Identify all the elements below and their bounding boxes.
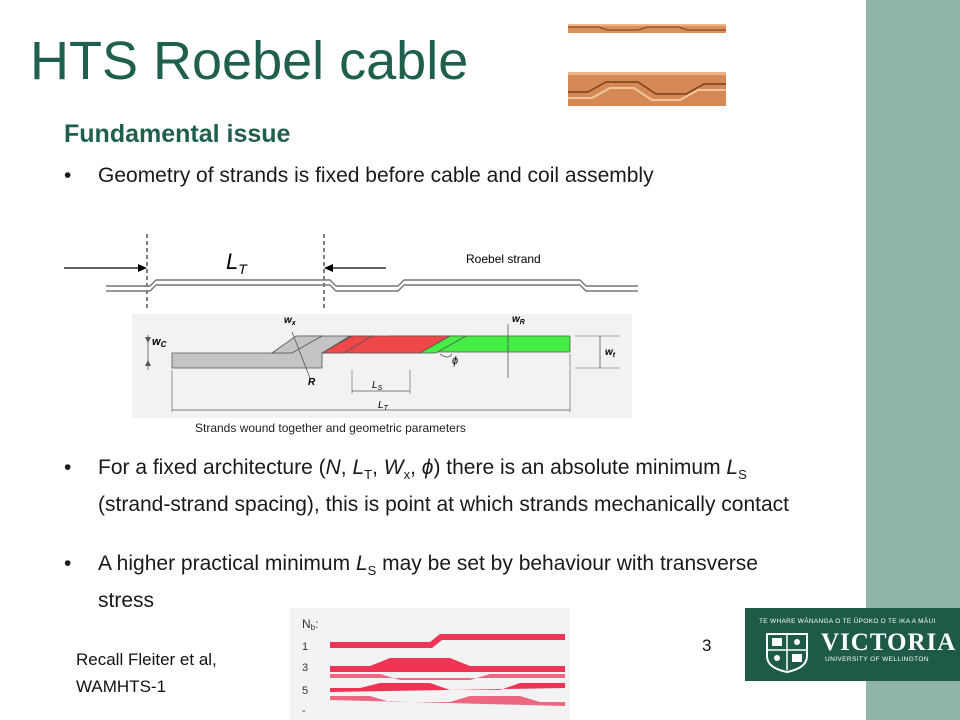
- university-logo: TE WHARE WĀNANGA O TE ŪPOKO O TE IKA A M…: [745, 608, 960, 681]
- row-label-1: 1: [302, 641, 308, 653]
- nb-label: Nb:: [302, 617, 318, 632]
- strand-side-view-top: [106, 279, 638, 287]
- bullet-marker: •: [64, 552, 72, 575]
- side-color-band: [866, 0, 960, 720]
- logo-university-line: UNIVERSITY OF WELLINGTON: [825, 656, 929, 663]
- lt-top-label: LT: [226, 249, 248, 277]
- bullet-text: Geometry of strands is fixed before cabl…: [98, 164, 654, 187]
- micro-strand-row3-a: [330, 658, 565, 672]
- bullet-marker: •: [64, 456, 72, 479]
- micro-strand-row5-a: [330, 683, 565, 692]
- micro-strand-row5-b: [330, 696, 565, 706]
- strand-stack-micrograph: Nb: 1 3 5 -: [290, 608, 570, 720]
- reference-note: Recall Fleiter et al, WAMHTS-1: [76, 650, 217, 696]
- phi-label: ϕ: [452, 355, 458, 367]
- slide-title: HTS Roebel cable: [30, 31, 469, 91]
- bullet-item: • For a fixed architecture (N, LT, Wx, ϕ…: [64, 453, 804, 520]
- logo-wordmark: VICTORIA: [821, 629, 957, 656]
- row-label-dash: -: [302, 705, 306, 717]
- roebel-strand-label: Roebel strand: [466, 252, 541, 266]
- crest-icon: [766, 633, 808, 674]
- row-label-5: 5: [302, 685, 308, 697]
- r-label: R: [308, 377, 316, 388]
- roebel-strand-diagram: LT Roebel strand wC wx R wR wt ϕ LS LT: [64, 234, 638, 418]
- roebel-strip-photo-wide: [568, 72, 726, 106]
- wr-label: wR: [512, 314, 525, 326]
- micro-strand-row1: [330, 634, 565, 648]
- bullet-item: • A higher practical minimum LS may be s…: [64, 549, 804, 616]
- bullet-text: For a fixed architecture (N, LT, Wx, ϕ) …: [98, 456, 789, 517]
- bullet-text: A higher practical minimum LS may be set…: [98, 552, 758, 613]
- section-heading: Fundamental issue: [64, 120, 291, 148]
- bullet-marker: •: [64, 164, 72, 187]
- bullet-item: • Geometry of strands is fixed before ca…: [64, 161, 804, 191]
- lt-bottom-label: LT: [378, 400, 389, 412]
- wc-label: wC: [152, 336, 167, 349]
- ls-label: LS: [372, 380, 383, 392]
- wt-label: wt: [605, 347, 616, 359]
- wx-label: wx: [284, 315, 297, 327]
- roebel-strip-photo-thin: [568, 20, 726, 36]
- strand-side-view-bottom: [106, 284, 638, 292]
- page-number: 3: [702, 636, 712, 655]
- logo-motto: TE WHARE WĀNANGA O TE ŪPOKO O TE IKA A M…: [759, 618, 936, 625]
- row-label-3: 3: [302, 662, 308, 674]
- micro-strand-row3-b: [330, 674, 565, 680]
- diagram-caption: Strands wound together and geometric par…: [195, 421, 466, 435]
